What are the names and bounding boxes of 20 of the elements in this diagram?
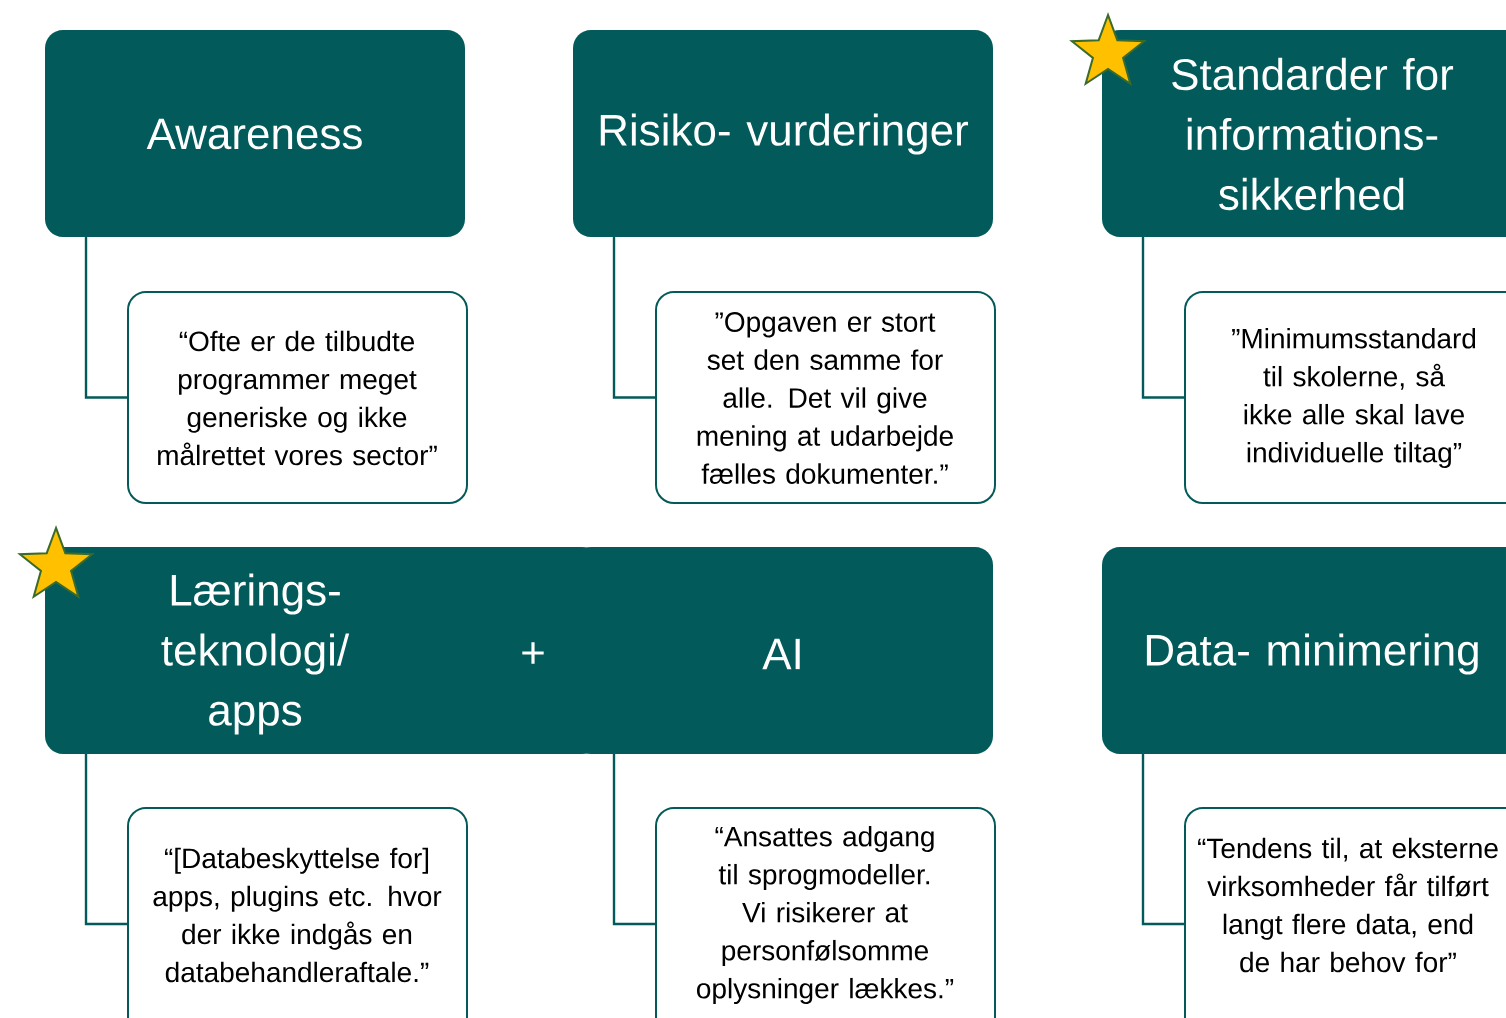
topic-box: AI <box>573 547 993 754</box>
connector-line <box>1141 754 1185 926</box>
node-label: Lærings- teknologi/ apps <box>161 573 350 735</box>
connector-line <box>84 754 128 926</box>
topic-box: Data- minimering <box>1102 547 1506 754</box>
connector-line <box>612 237 656 399</box>
connector-line <box>1141 237 1185 399</box>
plus-sign: + <box>522 642 544 664</box>
quote-box: “[Databeskyttelse for] apps, plugins etc. hvor der ikke indgås en databehandleraftale.” <box>127 807 468 1018</box>
connector-line <box>84 237 128 399</box>
connector-line <box>612 754 656 926</box>
quote-box: “Ofte er de tilbudte programmer meget generiske og ikke målrettet vores sector” <box>127 291 468 504</box>
topic-box: Awareness <box>45 30 465 237</box>
quote-box: “Ansattes adgang til sprogmodeller. Vi risikerer at personfølsomme oplysninger lækkes.” <box>655 807 996 1018</box>
quote-box: ”Opgaven er stort set den samme for alle. Det vil give mening at udarbejde fælles dokumenter.” <box>655 291 996 504</box>
quote-box: “Tendens til, at eksterne virksomheder får tilført langt flere data, end de har behov for” <box>1184 807 1506 1018</box>
topic-box: Standarder for informations- sikkerhed <box>1102 30 1506 237</box>
topic-box: Risiko- vurderinger <box>573 30 993 237</box>
quote-box: ”Minimumsstandard til skolerne, så ikke alle skal lave individuelle tiltag” <box>1184 291 1506 504</box>
node-label: AI <box>762 638 800 670</box>
